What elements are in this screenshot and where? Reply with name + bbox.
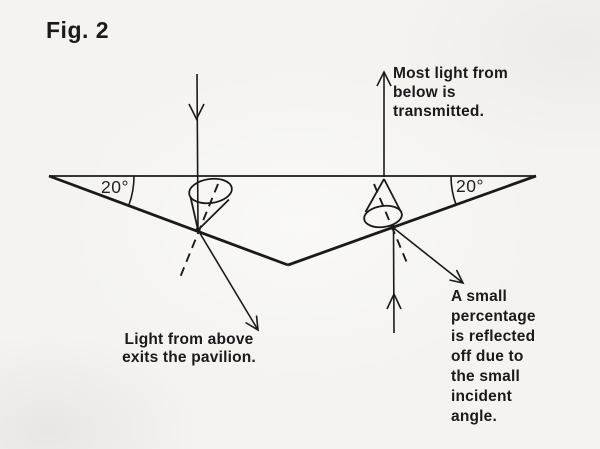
left-pavilion-angle-label: 20°	[101, 177, 129, 197]
right-angle-arc	[450, 175, 457, 205]
left-cone-side-right	[197, 198, 230, 231]
reflected-ray-arrowhead-icon	[449, 269, 465, 285]
right-cone-ellipse	[363, 204, 403, 229]
below-ray-arrowhead-up-icon	[386, 292, 402, 310]
right-pavilion-facet	[287, 174, 537, 267]
transmitted-ray-arrowhead-up-icon	[376, 70, 392, 87]
exit-light-annotation: Light from above exits the pavilion.	[122, 331, 256, 366]
incident-ray-from-below	[392, 227, 395, 334]
left-angle-arc	[127, 175, 135, 206]
left-cone-ellipse	[188, 177, 233, 205]
left-cone-side-left	[189, 196, 199, 231]
left-refraction-cone	[188, 177, 233, 231]
reflected-light-annotation: A small percentage is reflected off due …	[451, 288, 536, 425]
right-cone-side-right	[383, 178, 402, 212]
right-cone-side-left	[364, 178, 385, 213]
transmitted-light-annotation: Most light from below is transmitted.	[393, 65, 508, 120]
incident-ray-from-above	[196, 73, 199, 231]
right-pavilion-angle-label: 20°	[456, 176, 484, 196]
exit-ray-arrowhead-icon	[245, 315, 259, 332]
left-pavilion-facet	[48, 174, 289, 267]
incident-ray-arrowhead-down-icon	[188, 103, 205, 121]
figure-title: Fig. 2	[46, 17, 110, 43]
exit-ray	[197, 229, 259, 331]
reflected-ray	[392, 226, 464, 284]
right-refraction-cone	[363, 178, 403, 229]
